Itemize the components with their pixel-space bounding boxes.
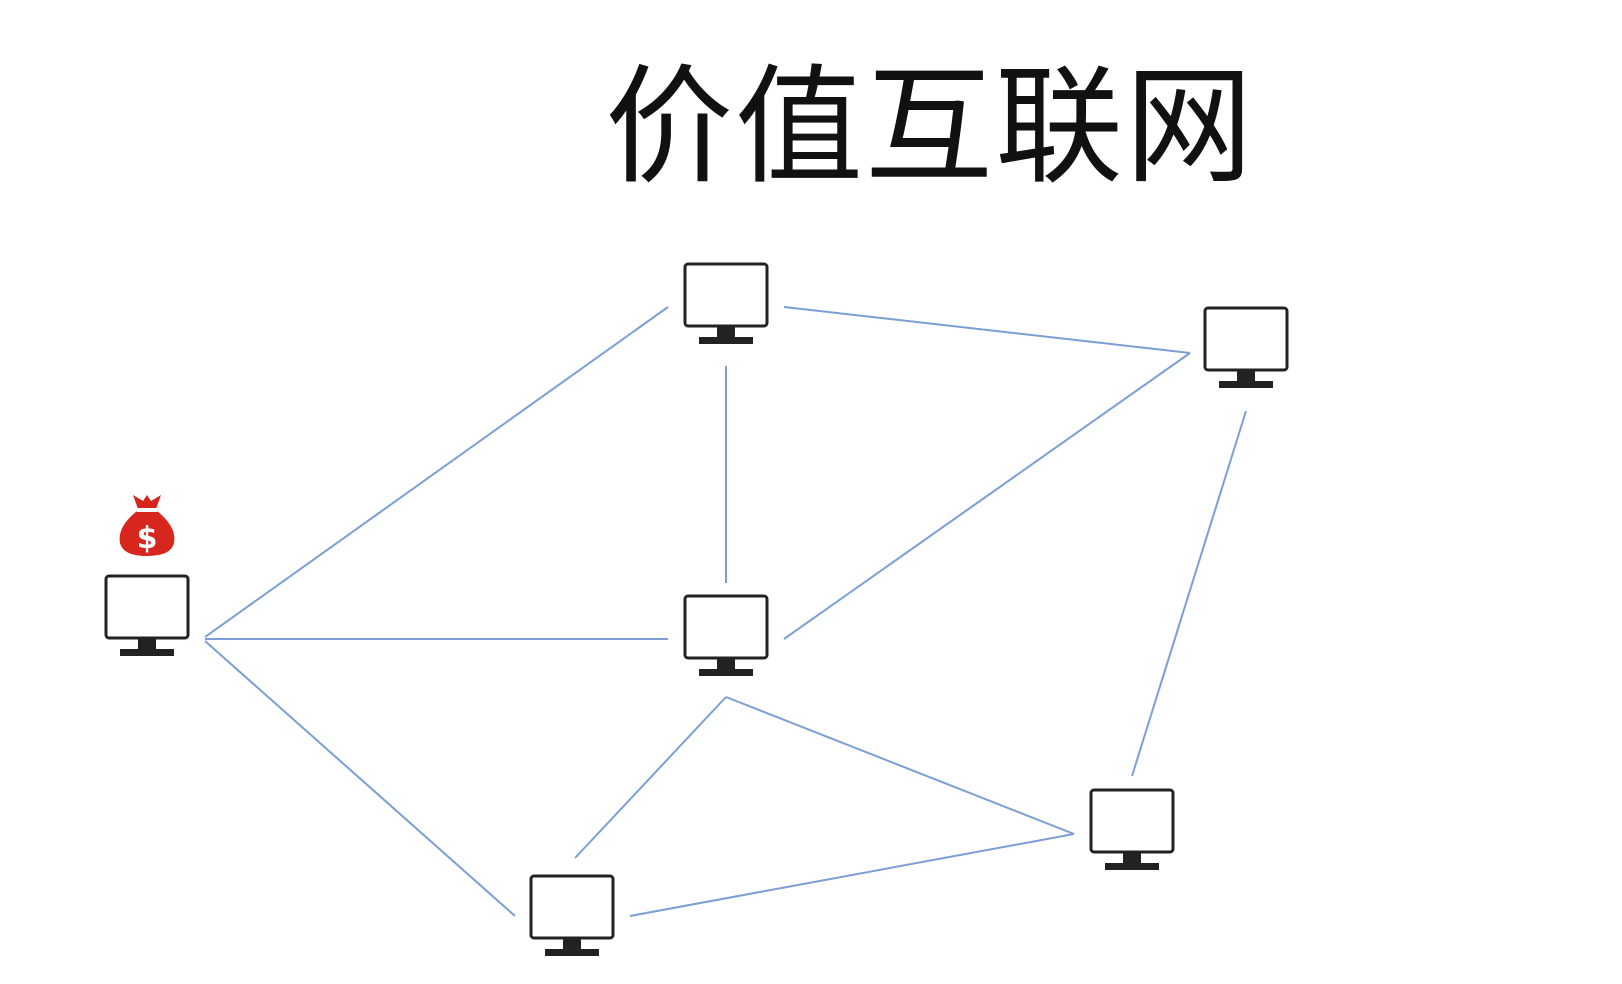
monitor-screen xyxy=(683,594,769,660)
monitor-base xyxy=(699,337,753,344)
computer-node-bottom xyxy=(529,874,615,956)
edge-left-top xyxy=(204,306,669,638)
monitor-neck xyxy=(1123,853,1141,863)
monitor-screen xyxy=(1089,788,1175,854)
money-symbol: $ xyxy=(137,521,158,556)
computer-icon xyxy=(529,874,615,956)
edge-bottom-bottom-right xyxy=(629,833,1075,917)
monitor-base xyxy=(1105,863,1159,870)
edge-center-bottom xyxy=(574,696,727,859)
monitor-screen xyxy=(683,262,769,328)
edge-layer xyxy=(204,306,1247,917)
monitor-base xyxy=(545,949,599,956)
computer-node-left: $ xyxy=(104,495,190,656)
computer-icon xyxy=(683,594,769,676)
computer-node-right-top xyxy=(1203,306,1289,388)
computer-icon xyxy=(104,574,190,656)
computer-icon xyxy=(1089,788,1175,870)
monitor-screen xyxy=(1203,306,1289,372)
edge-top-right-top xyxy=(783,306,1191,354)
monitor-screen xyxy=(529,874,615,940)
node-layer: $ xyxy=(104,262,1289,956)
monitor-neck xyxy=(138,639,156,649)
monitor-base xyxy=(699,669,753,676)
edge-center-bottom-right xyxy=(725,696,1075,835)
edge-right-top-bottom-right xyxy=(1131,410,1247,777)
computer-node-center xyxy=(683,594,769,676)
computer-icon xyxy=(683,262,769,344)
computer-node-bottom-right xyxy=(1089,788,1175,870)
monitor-screen xyxy=(104,574,190,640)
computer-node-top xyxy=(683,262,769,344)
edge-center-right-top xyxy=(783,352,1191,640)
monitor-base xyxy=(1219,381,1273,388)
computer-icon xyxy=(1203,306,1289,388)
monitor-neck xyxy=(717,659,735,669)
edge-left-bottom xyxy=(204,640,516,917)
money-bag-icon: $ xyxy=(119,495,175,556)
monitor-neck xyxy=(563,939,581,949)
monitor-neck xyxy=(717,327,735,337)
monitor-neck xyxy=(1237,371,1255,381)
page-title: 价值互联网 xyxy=(604,53,1255,202)
monitor-base xyxy=(120,649,174,656)
